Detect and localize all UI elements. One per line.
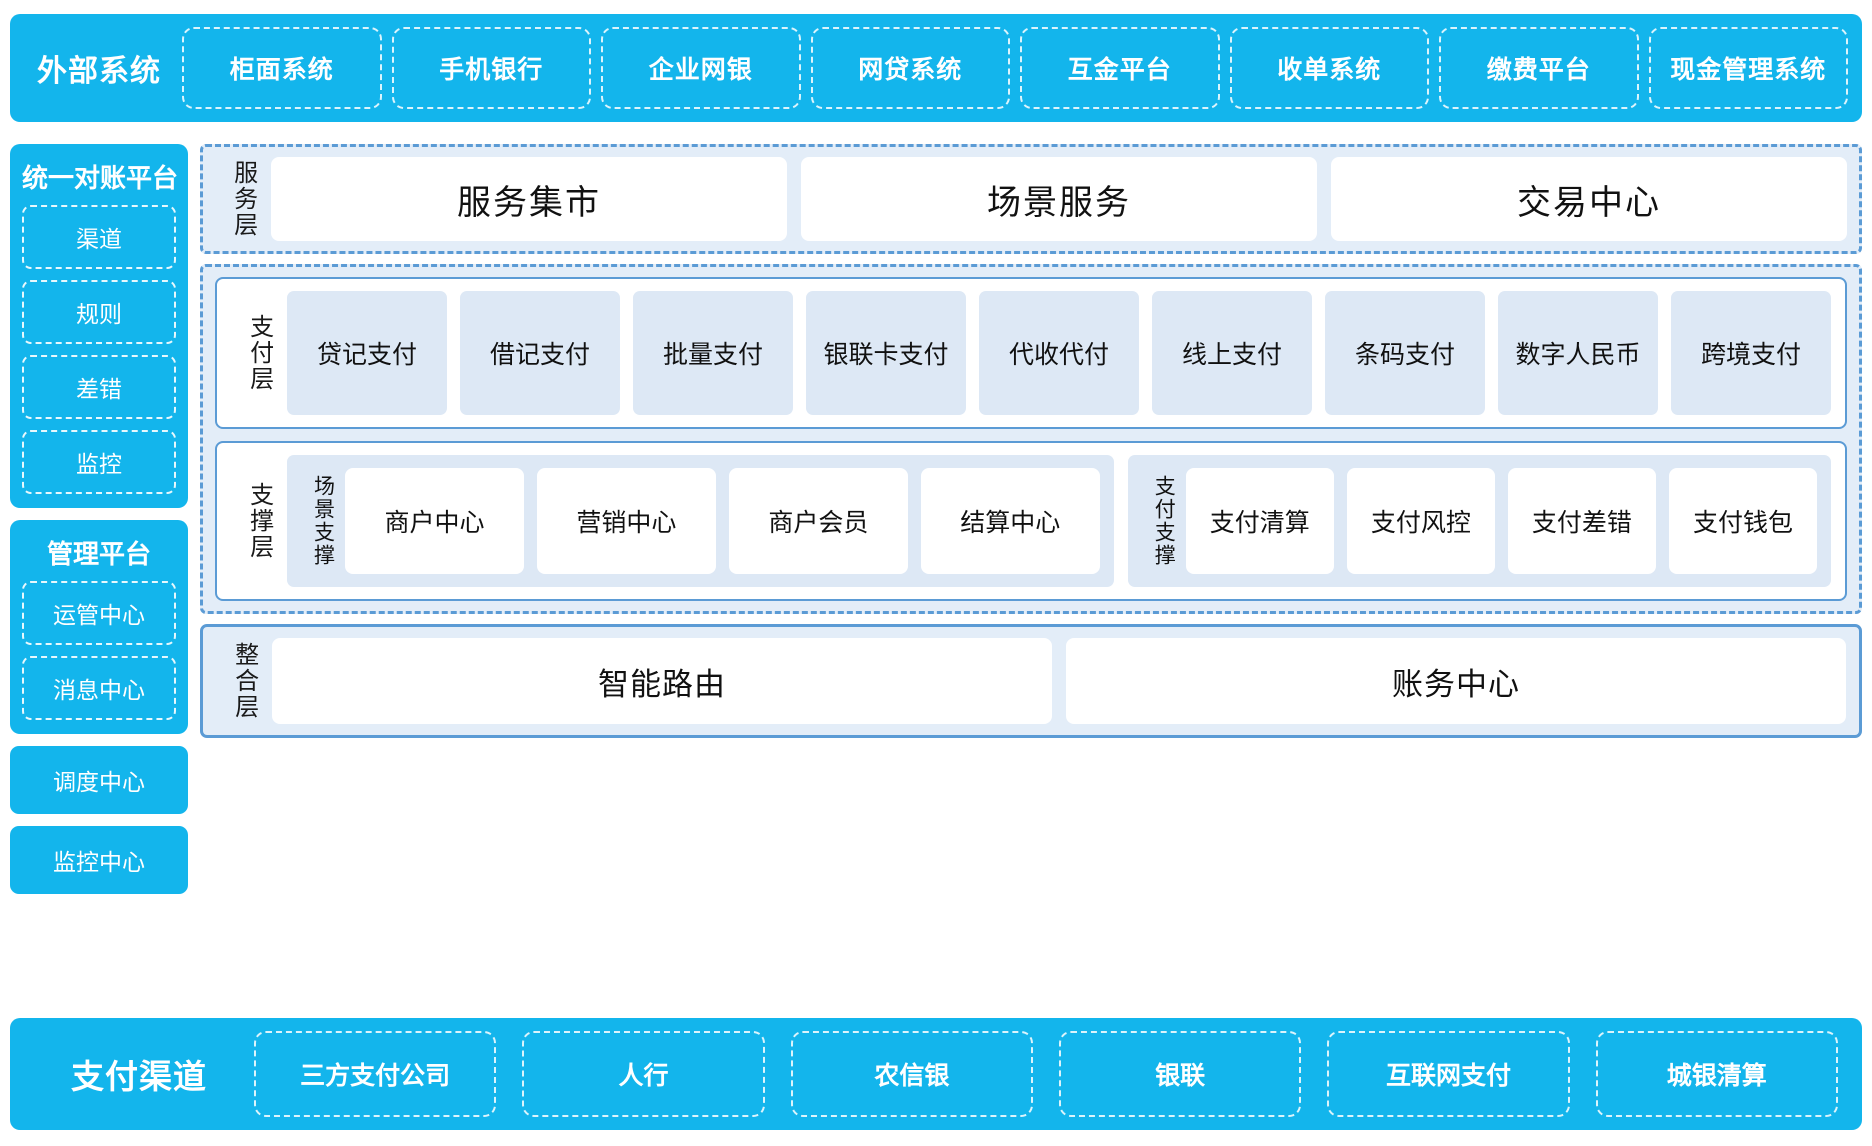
support-item[interactable]: 商户中心 — [345, 468, 524, 574]
service-layer-card-list: 服务集市 场景服务 交易中心 — [271, 157, 1847, 241]
manage-platform-title: 管理平台 — [46, 539, 151, 569]
payment-tile[interactable]: 借记支付 — [460, 291, 620, 415]
support-layer-section: 支撑层 场景支撑 商户中心 营销中心 商户会员 结算中心 支付支撑 — [215, 441, 1847, 601]
manage-platform-item[interactable]: 运管中心 — [22, 581, 176, 645]
external-system-chip[interactable]: 互金平台 — [1020, 27, 1220, 109]
integration-card[interactable]: 智能路由 — [272, 638, 1052, 724]
support-item[interactable]: 支付钱包 — [1668, 468, 1817, 574]
payment-tile[interactable]: 银联卡支付 — [806, 291, 966, 415]
support-item[interactable]: 营销中心 — [536, 468, 716, 574]
recon-platform-title: 统一对账平台 — [22, 163, 179, 193]
scene-support-label: 场景支撑 — [311, 475, 335, 567]
external-system-chip[interactable]: 手机银行 — [391, 27, 591, 109]
monitoring-center-card[interactable]: 监控中心 — [10, 826, 188, 894]
payment-tile[interactable]: 批量支付 — [633, 291, 793, 415]
payment-channel-title: 支付渠道 — [71, 1058, 207, 1095]
external-systems-chip-list: 柜面系统 手机银行 企业网银 网贷系统 互金平台 收单系统 缴费平台 现金管理系… — [174, 27, 1848, 109]
integration-layer-section: 整合层 智能路由 账务中心 — [200, 624, 1862, 738]
payment-layer-section: 支付层 贷记支付 借记支付 批量支付 银联卡支付 代收代付 线上支付 条码支付 … — [215, 277, 1847, 429]
external-system-chip[interactable]: 缴费平台 — [1439, 27, 1639, 109]
support-item[interactable]: 支付清算 — [1185, 468, 1334, 574]
scheduling-center-card[interactable]: 调度中心 — [10, 746, 188, 814]
service-layer-card[interactable]: 交易中心 — [1331, 157, 1847, 241]
payment-tile[interactable]: 代收代付 — [979, 291, 1139, 415]
payment-tile[interactable]: 条码支付 — [1325, 291, 1485, 415]
recon-platform-item[interactable]: 渠道 — [22, 205, 176, 269]
payment-support-item-list: 支付清算 支付风控 支付差错 支付钱包 — [1185, 468, 1817, 574]
service-layer-card[interactable]: 场景服务 — [801, 157, 1317, 241]
payment-tile[interactable]: 跨境支付 — [1671, 291, 1831, 415]
support-layer-label: 支撑层 — [245, 482, 273, 560]
payment-channel-chip-list: 三方支付公司 人行 农信银 银联 互联网支付 城银清算 — [254, 1031, 1848, 1117]
platform-layers: 服务层 服务集市 场景服务 交易中心 支付层 贷记支付 借记支付 批量支付 银联… — [200, 144, 1862, 748]
support-item[interactable]: 商户会员 — [728, 468, 908, 574]
support-item[interactable]: 结算中心 — [920, 468, 1100, 574]
manage-platform-card: 管理平台 运管中心 消息中心 — [10, 520, 188, 734]
recon-platform-card: 统一对账平台 渠道 规则 差错 监控 — [10, 144, 188, 508]
external-systems-title: 外部系统 — [37, 55, 161, 88]
integration-layer-card-list: 智能路由 账务中心 — [272, 638, 1846, 724]
external-system-chip[interactable]: 柜面系统 — [182, 27, 382, 109]
service-layer-section: 服务层 服务集市 场景服务 交易中心 — [200, 144, 1862, 254]
external-systems-band: 外部系统 柜面系统 手机银行 企业网银 网贷系统 互金平台 收单系统 缴费平台 … — [10, 14, 1862, 122]
payment-support-label: 支付支撑 — [1152, 475, 1176, 567]
support-item[interactable]: 支付差错 — [1507, 468, 1656, 574]
payment-tile[interactable]: 数字人民币 — [1498, 291, 1658, 415]
payment-layer-tile-list: 贷记支付 借记支付 批量支付 银联卡支付 代收代付 线上支付 条码支付 数字人民… — [287, 291, 1831, 415]
payment-tile[interactable]: 线上支付 — [1152, 291, 1312, 415]
payment-channel-chip[interactable]: 农信银 — [790, 1031, 1033, 1117]
payment-channel-chip[interactable]: 互联网支付 — [1327, 1031, 1570, 1117]
external-system-chip[interactable]: 现金管理系统 — [1648, 27, 1848, 109]
service-layer-label: 服务层 — [229, 160, 257, 238]
recon-platform-item[interactable]: 监控 — [22, 430, 176, 494]
payment-channel-chip[interactable]: 城银清算 — [1595, 1031, 1838, 1117]
payment-support-group: 支付支撑 支付清算 支付风控 支付差错 支付钱包 — [1127, 455, 1831, 587]
payment-channel-band: 支付渠道 三方支付公司 人行 农信银 银联 互联网支付 城银清算 — [10, 1018, 1862, 1130]
payment-layer-label: 支付层 — [245, 314, 273, 392]
recon-platform-item[interactable]: 规则 — [22, 280, 176, 344]
recon-platform-item[interactable]: 差错 — [22, 355, 176, 419]
manage-platform-item[interactable]: 消息中心 — [22, 656, 176, 720]
payment-channel-chip[interactable]: 三方支付公司 — [254, 1031, 497, 1117]
left-sidebar: 统一对账平台 渠道 规则 差错 监控 管理平台 运管中心 消息中心 调度中心 监… — [10, 144, 188, 906]
integration-card[interactable]: 账务中心 — [1066, 638, 1846, 724]
service-layer-card[interactable]: 服务集市 — [271, 157, 787, 241]
scene-support-group: 场景支撑 商户中心 营销中心 商户会员 结算中心 — [287, 455, 1114, 587]
integration-layer-label: 整合层 — [230, 642, 258, 720]
payment-channel-chip[interactable]: 银联 — [1058, 1031, 1302, 1117]
external-system-chip[interactable]: 收单系统 — [1229, 27, 1429, 109]
support-layer-group-list: 场景支撑 商户中心 营销中心 商户会员 结算中心 支付支撑 支付清算 支付风控 — [287, 455, 1831, 587]
external-system-chip[interactable]: 网贷系统 — [810, 27, 1010, 109]
scene-support-item-list: 商户中心 营销中心 商户会员 结算中心 — [345, 468, 1100, 574]
support-item[interactable]: 支付风控 — [1346, 468, 1495, 574]
core-layers-wrapper: 支付层 贷记支付 借记支付 批量支付 银联卡支付 代收代付 线上支付 条码支付 … — [200, 264, 1862, 614]
payment-tile[interactable]: 贷记支付 — [287, 291, 447, 415]
external-system-chip[interactable]: 企业网银 — [601, 27, 801, 109]
payment-channel-chip[interactable]: 人行 — [522, 1031, 765, 1117]
